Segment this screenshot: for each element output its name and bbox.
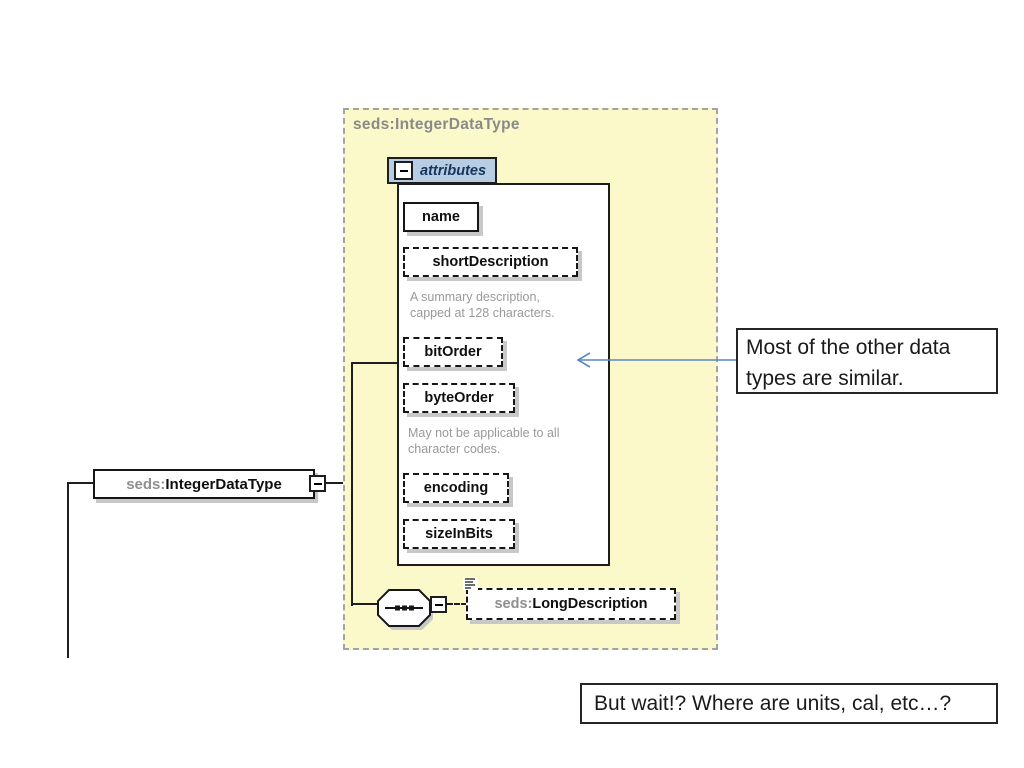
inner-bottom-line bbox=[351, 603, 377, 605]
complex-type-title: seds:IntegerDataType bbox=[353, 116, 520, 133]
sequence-collapse-minus-icon bbox=[430, 596, 447, 613]
attribute-encoding: encoding bbox=[403, 473, 509, 503]
attributes-group-box bbox=[397, 183, 610, 566]
inner-top-line bbox=[351, 362, 397, 364]
long-description-prefix: seds: bbox=[494, 596, 533, 612]
tree-elbow-line bbox=[67, 482, 93, 484]
note-short-description: A summary description, capped at 128 cha… bbox=[410, 290, 555, 320]
callout-units-question: But wait!? Where are units, cal, etc…? bbox=[580, 683, 998, 724]
callout-similar-types: Most of the other data types are similar… bbox=[736, 328, 998, 394]
note-byte-order: May not be applicable to all character c… bbox=[408, 426, 560, 456]
attribute-byte-order: byteOrder bbox=[403, 383, 515, 413]
optional-connector-line bbox=[447, 603, 467, 605]
inner-vertical-line bbox=[351, 362, 353, 606]
attributes-header-tab: attributes bbox=[387, 157, 497, 184]
long-description-element: seds:LongDescription bbox=[466, 588, 676, 620]
element-to-container-line bbox=[325, 482, 353, 484]
integer-data-type-element: seds:IntegerDataType bbox=[93, 469, 315, 499]
attributes-header-label: attributes bbox=[420, 162, 487, 179]
collapse-minus-icon bbox=[394, 161, 413, 180]
tree-vertical-line bbox=[67, 482, 69, 658]
attribute-size-in-bits: sizeInBits bbox=[403, 519, 515, 549]
element-collapse-minus-icon bbox=[309, 475, 326, 492]
annotation-icon bbox=[463, 577, 478, 590]
element-prefix: seds: bbox=[126, 475, 166, 493]
callout-arrow bbox=[570, 348, 740, 372]
sequence-icon bbox=[374, 585, 436, 631]
long-description-name: LongDescription bbox=[532, 596, 648, 612]
attribute-bit-order: bitOrder bbox=[403, 337, 503, 367]
attribute-short-description: shortDescription bbox=[403, 247, 578, 277]
attribute-name: name bbox=[403, 202, 479, 232]
element-name: IntegerDataType bbox=[165, 475, 282, 493]
